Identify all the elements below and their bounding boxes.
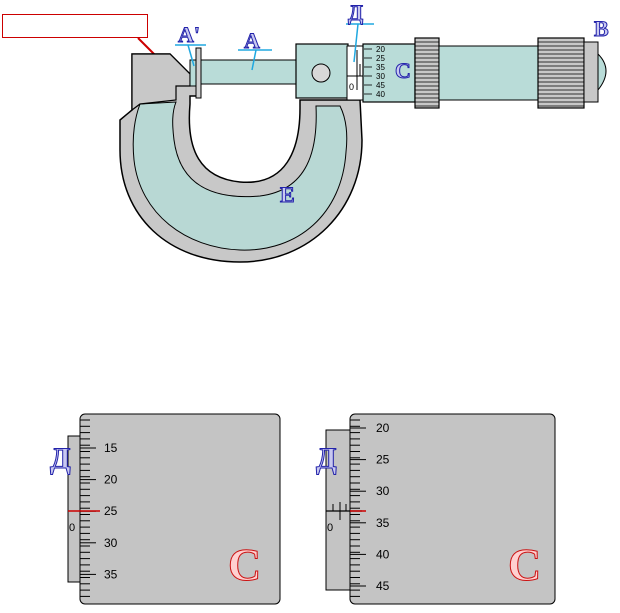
thimble-number: 45 bbox=[376, 81, 385, 90]
ratchet-end bbox=[597, 52, 607, 92]
label-frame: Е bbox=[280, 182, 295, 207]
label-ratchet: В bbox=[594, 16, 609, 41]
zoom-right-tick-label: 25 bbox=[376, 453, 390, 467]
zoom-right-thimble bbox=[349, 413, 556, 605]
zoom-panel-left: 15 20 25 30 35 0 Д С bbox=[50, 413, 281, 605]
grip-knurling bbox=[415, 41, 439, 107]
label-spindle: A bbox=[244, 28, 260, 53]
thimble-number: 40 bbox=[376, 90, 385, 99]
zoom-right-thimble-label: С bbox=[508, 539, 541, 590]
zoom-right-zero: 0 bbox=[327, 522, 333, 534]
zoom-right-sleeve-label: Д bbox=[316, 442, 337, 475]
ratchet-cap bbox=[583, 41, 599, 103]
thimble-number: 35 bbox=[376, 63, 385, 72]
zoom-left-tick-label: 35 bbox=[104, 567, 118, 581]
ratchet-knurling bbox=[538, 41, 584, 107]
zoom-left-thimble bbox=[79, 413, 281, 605]
label-pointers bbox=[175, 23, 374, 71]
frame bbox=[119, 53, 363, 263]
zoom-left-tick-label: 20 bbox=[104, 473, 118, 487]
zoom-panel-right: 20 25 30 35 40 45 0 Д С bbox=[316, 413, 556, 605]
zoom-right-tick-label: 30 bbox=[376, 484, 390, 498]
zoom-left-thimble-label: С bbox=[228, 539, 261, 590]
lock-knob-icon bbox=[311, 63, 331, 83]
label-thimble: С bbox=[395, 58, 411, 83]
anvil-disc bbox=[195, 47, 202, 99]
zoom-right-sleeve bbox=[325, 429, 353, 591]
label-anvil-face: A' bbox=[178, 22, 200, 47]
ratchet-grip bbox=[537, 37, 585, 109]
zoom-left-tick-label: 30 bbox=[104, 536, 118, 550]
zoom-right-sleeve-ticks bbox=[332, 502, 347, 520]
frame-inner bbox=[132, 101, 348, 251]
thimble-number: 20 bbox=[376, 45, 385, 54]
spindle bbox=[200, 59, 298, 85]
top-sleeve-zero: 0 bbox=[349, 82, 354, 92]
zoom-right-tick-label: 20 bbox=[376, 421, 390, 435]
thimble-grip bbox=[414, 37, 440, 109]
thimble-number: 30 bbox=[376, 72, 385, 81]
zoom-left-tick-label: 15 bbox=[104, 441, 118, 455]
callout-box bbox=[2, 14, 148, 38]
label-sleeve: Д bbox=[348, 0, 363, 25]
sleeve-ticks bbox=[356, 50, 361, 90]
zoom-right-tick-label: 35 bbox=[376, 516, 390, 530]
zoom-left-sleeve-label: Д bbox=[50, 442, 71, 475]
barrel bbox=[438, 45, 540, 101]
zoom-right-tick-label: 40 bbox=[376, 547, 390, 561]
frame-top-block bbox=[131, 53, 191, 112]
zoom-left-zero: 0 bbox=[69, 522, 75, 534]
zoom-left-tick-label: 25 bbox=[104, 504, 118, 518]
thimble bbox=[362, 43, 416, 103]
thimble-number: 25 bbox=[376, 54, 385, 63]
zoom-right-tick-label: 45 bbox=[376, 579, 390, 593]
